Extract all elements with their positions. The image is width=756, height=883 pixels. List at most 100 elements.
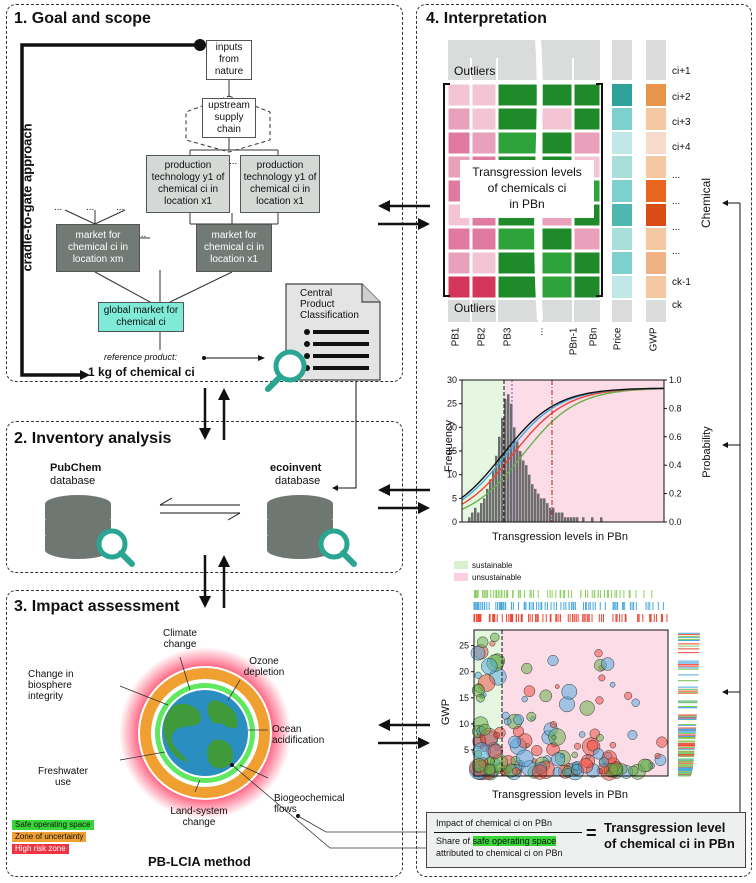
scatter-point — [598, 674, 606, 682]
heatmap-gwp-cell — [646, 84, 666, 106]
scatter-point — [554, 684, 560, 689]
heatmap-cell — [498, 300, 538, 322]
heatmap-row-label: ... — [672, 196, 681, 207]
hist-bar — [582, 517, 585, 522]
formula-denominator-post: attributed to chemical ci on PBn — [436, 848, 563, 858]
heatmap-cell — [448, 58, 470, 80]
hist-bar — [495, 455, 498, 522]
scatter-point — [574, 742, 581, 750]
pb-lcia-method-label: PB-LCIA method — [148, 854, 251, 869]
hist-bar — [474, 507, 477, 522]
heatmap-center-line-3: in PBn — [509, 197, 545, 211]
heatmap-cell — [498, 58, 538, 80]
heatmap-cell — [542, 58, 572, 80]
panel2-title: 2. Inventory analysis — [14, 430, 172, 447]
heatmap-row-label: ci+1 — [672, 66, 691, 77]
formula-result-2: of chemical ci in PBn — [604, 836, 735, 851]
scatter-point — [470, 645, 486, 661]
category-land-system-change: Land-system change — [170, 806, 228, 828]
scatter-point — [516, 749, 534, 768]
heatmap-cell — [447, 251, 471, 275]
hist-left-tick-label: 0 — [452, 517, 457, 527]
scatter-point — [609, 681, 616, 688]
scatter-point — [552, 767, 563, 777]
histogram-xlabel: Transgression levels in PBn — [492, 531, 628, 543]
hist-right-tick-label: 0.6 — [669, 432, 682, 442]
scatter-point — [654, 752, 661, 759]
scatter-y-tick-label: 20 — [459, 667, 469, 677]
scatter-point — [526, 711, 537, 722]
heatmap-cell — [447, 107, 471, 131]
heatmap-row-label: ck — [672, 300, 682, 311]
scatter-point — [571, 751, 578, 759]
scatter-point — [531, 745, 543, 757]
scatter-y-tick-label: 10 — [459, 719, 469, 729]
hist-bar — [570, 517, 573, 522]
hist-bar — [531, 484, 534, 522]
heatmap-cell — [447, 227, 471, 251]
scatter-point — [598, 757, 610, 768]
category-ocean-acidification: Ocean acidification — [272, 724, 325, 746]
hist-bar — [549, 507, 552, 522]
hist-bar — [537, 493, 540, 522]
heatmap-cell — [472, 58, 496, 80]
scatter-point — [508, 735, 521, 749]
scatter-point — [547, 654, 559, 667]
scatter-point — [551, 752, 566, 767]
formula-equals: = — [586, 823, 597, 843]
hist-left-tick-label: 15 — [447, 446, 457, 456]
scatter-point — [549, 721, 557, 729]
heatmap-bracket-right — [596, 83, 603, 297]
scatter-point — [523, 685, 536, 697]
interpretation-panel — [416, 4, 752, 877]
hist-bar — [522, 460, 525, 522]
category-biogeochemical-flows: Biogeochemical flows — [274, 793, 345, 815]
heatmap-outliers-top: Outliers — [454, 64, 496, 78]
upstream-supply-chain-box: upstream supply chain — [202, 98, 256, 138]
reference-product-value: 1 kg of chemical ci — [88, 365, 195, 379]
heatmap-cell — [573, 131, 601, 155]
scatter-point — [627, 730, 638, 740]
heatmap-center-label: Transgression levels of chemicals ci in … — [460, 160, 594, 218]
heatmap-cell — [448, 300, 470, 322]
hist-bar — [534, 488, 537, 522]
scatter-xlabel: Transgression levels in PBn — [492, 789, 628, 801]
heatmap-price-cell — [612, 276, 632, 298]
scatter-point — [592, 748, 605, 760]
cpc-title-3: Classification — [300, 310, 359, 321]
heatmap-price-cell — [612, 300, 632, 322]
hist-right-tick-label: 0.0 — [669, 517, 682, 527]
formula-result-1: Transgression level — [604, 820, 726, 835]
hist-bar — [477, 512, 480, 522]
scatter-point — [532, 764, 548, 780]
heatmap-outliers-bottom: Outliers — [454, 301, 496, 315]
heatmap-gwp-cell — [646, 204, 666, 226]
scatter-point — [601, 657, 615, 671]
scatter-ylabel: GWP — [440, 698, 452, 726]
hist-bar — [546, 503, 549, 522]
scatter-point — [490, 632, 500, 643]
heatmap-bracket-left — [443, 83, 450, 297]
hist-bar — [519, 451, 522, 522]
hist-bar — [471, 512, 474, 522]
hist-bar — [600, 517, 603, 522]
scatter-point — [631, 698, 640, 707]
scatter-point — [503, 717, 512, 726]
market-ellipsis-between: ... — [138, 229, 147, 240]
production-box-1: production technology y1 of chemical ci … — [146, 155, 230, 213]
heatmap-gwp-cell — [646, 156, 666, 178]
scatter-point — [628, 765, 639, 776]
heatmap-price-cell — [612, 228, 632, 250]
heatmap-cell — [472, 300, 496, 322]
scatter-point — [474, 671, 482, 679]
heatmap-row-label: ... — [672, 246, 681, 257]
